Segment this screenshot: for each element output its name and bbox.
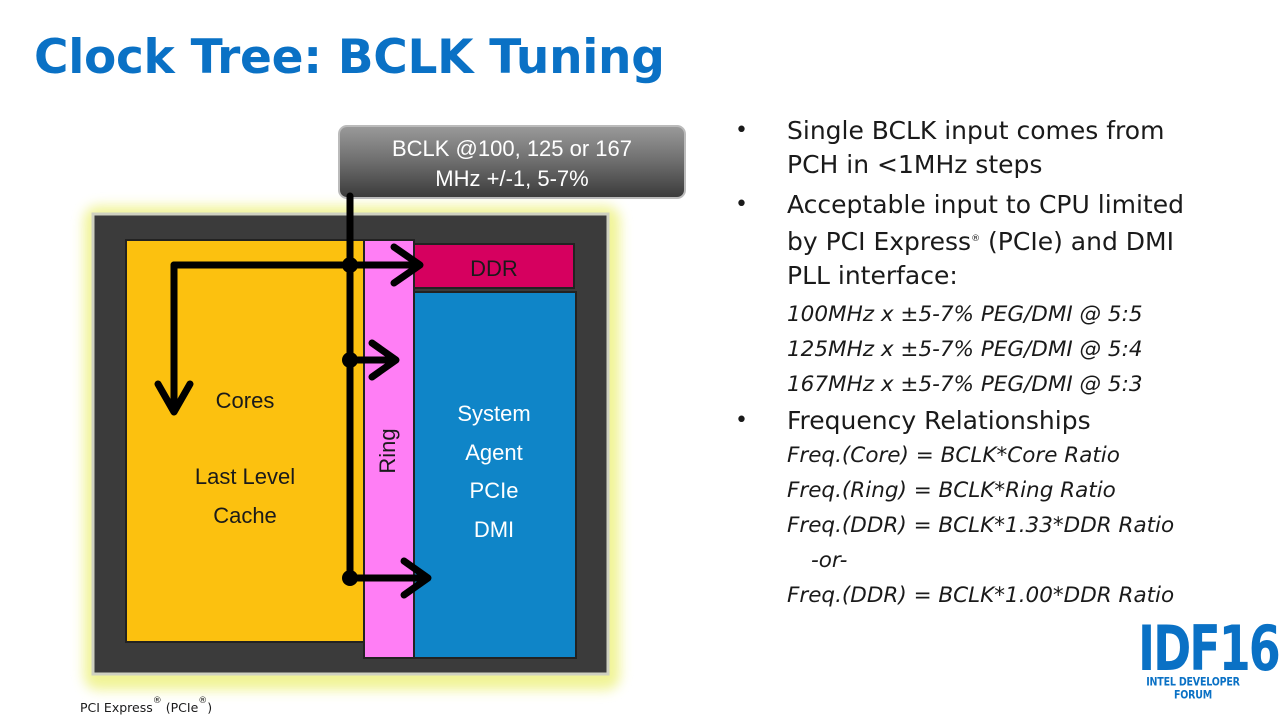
bullet-text: PLL interface:	[787, 261, 958, 290]
cores-arrowhead	[154, 380, 194, 416]
llc-label-line1: Last Level	[194, 464, 296, 489]
footnote-text: (PCIe	[165, 700, 199, 715]
ratio-line: 125MHz x ±5-7% PEG/DMI @ 5:4	[787, 337, 1143, 362]
bullet-text: Frequency Relationships	[787, 406, 1091, 435]
sa-arrowhead	[400, 557, 432, 599]
ddr-label: DDR	[470, 256, 518, 281]
bullet-bclk-input: • Single BCLK input comes from PCH in <1…	[735, 114, 1255, 182]
sa-label-dmi: DMI	[473, 517, 515, 542]
cores-label: Cores	[215, 388, 275, 413]
footnote-text: )	[207, 700, 213, 715]
ratio-line: 100MHz x ±5-7% PEG/DMI @ 5:5	[787, 302, 1143, 327]
bullet-text: PCH in <1MHz steps	[787, 150, 1043, 179]
footnote: PCI Express® (PCIe®)	[80, 696, 212, 715]
sa-label-agent: Agent	[465, 440, 523, 465]
ddr-block	[413, 243, 575, 289]
freq-line: Freq.(DDR) = BCLK*1.33*DDR Ratio	[787, 513, 1175, 538]
ring-arrowhead	[368, 339, 400, 381]
footnote-text: PCI Express	[80, 700, 153, 715]
bclk-box	[338, 125, 686, 199]
llc-label-line2: Cache	[213, 503, 277, 528]
page-title: Clock Tree: BCLK Tuning	[34, 30, 665, 85]
ring-label: Ring	[375, 428, 400, 474]
freq-line: Freq.(DDR) = BCLK*1.00*DDR Ratio	[787, 583, 1175, 608]
junction-dot	[342, 352, 358, 368]
bclk-label-line1: BCLK @100, 125 or 167	[391, 136, 633, 161]
bullet-text: by PCI Express® (PCIe) and DMI	[787, 222, 1255, 259]
sa-label-pcie: PCIe	[469, 478, 519, 503]
sa-label-system: System	[457, 401, 531, 426]
bclk-label-line2: MHz +/-1, 5-7%	[435, 166, 589, 191]
freq-line: Freq.(Ring) = BCLK*Ring Ratio	[787, 478, 1116, 503]
registered-mark: ®	[198, 696, 208, 706]
bullet-text: Acceptable input to CPU limited	[787, 190, 1184, 219]
bullet-dot: •	[735, 118, 748, 143]
bclk-box-label: BCLK @100, 125 or 167 MHz +/-1, 5-7%	[340, 134, 684, 194]
junction-dot	[342, 570, 358, 586]
ring-block	[363, 239, 415, 659]
ddr-arrowhead	[390, 243, 424, 287]
cores-block	[125, 239, 365, 643]
logo-main-text: IDF16	[1138, 612, 1280, 685]
bullet-acceptable-input: • Acceptable input to CPU limited by PCI…	[735, 188, 1255, 293]
bullet-text-part: (PCIe) and DMI	[988, 227, 1174, 256]
registered-mark: ®	[971, 234, 981, 244]
idf16-logo: IDF16 INTEL DEVELOPER FORUM	[1138, 612, 1280, 702]
junction-dot	[342, 257, 358, 273]
bullet-text-part: by PCI Express	[787, 227, 972, 256]
logo-sub-text: INTEL DEVELOPER FORUM	[1146, 675, 1240, 703]
bullet-list: • Single BCLK input comes from PCH in <1…	[735, 114, 1255, 613]
system-agent-block	[413, 291, 577, 659]
bullet-dot: •	[735, 408, 748, 433]
bullet-text: Single BCLK input comes from	[787, 116, 1165, 145]
registered-mark: ®	[152, 696, 162, 706]
freq-or: -or-	[811, 548, 848, 573]
junction-dots	[342, 257, 358, 586]
bullet-frequency-relationships: • Frequency Relationships	[735, 404, 1255, 438]
freq-line: Freq.(Core) = BCLK*Core Ratio	[787, 443, 1120, 468]
bullet-dot: •	[735, 192, 748, 217]
ratio-line: 167MHz x ±5-7% PEG/DMI @ 5:3	[787, 372, 1143, 397]
